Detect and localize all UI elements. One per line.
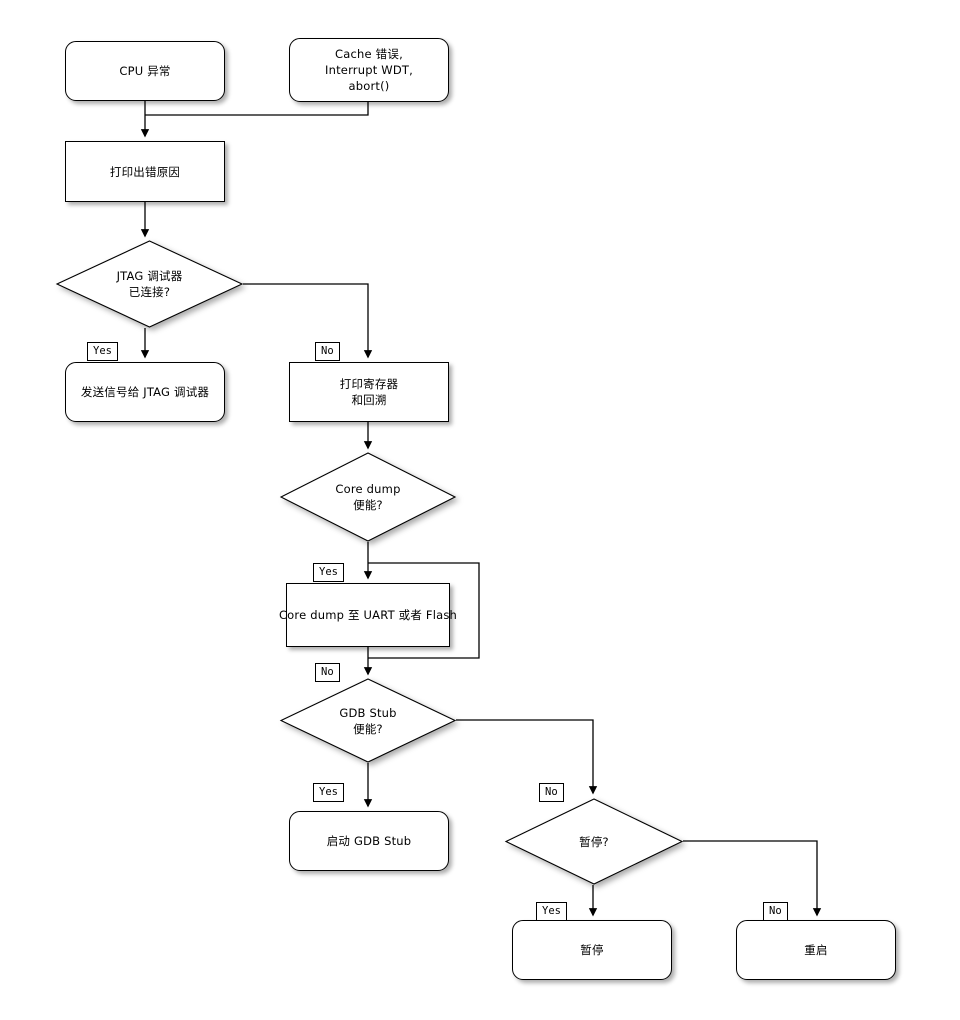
node-label: 打印寄存器 和回溯 (339, 377, 399, 407)
edge-coredump-bypass (368, 562, 480, 659)
node-jtag-connected[interactable]: JTAG 调试器 已连接? (55, 240, 244, 328)
node-signal-jtag[interactable]: 发送信号给 JTAG 调试器 (65, 362, 225, 422)
node-halt[interactable]: 暂停 (512, 920, 672, 980)
node-label: JTAG 调试器 已连接? (116, 269, 183, 299)
node-label: 暂停 (580, 943, 604, 957)
edge-label-coredump-yes: Yes (313, 563, 344, 582)
edge-label-coredump-no: No (315, 663, 340, 682)
edge-gdbstub-no (456, 719, 598, 795)
edge-jtag-no (243, 283, 373, 359)
node-coredump-enabled[interactable]: Core dump 便能? (279, 452, 457, 542)
node-halt-question[interactable]: 暂停? (504, 798, 684, 885)
edge-label-halt-yes: Yes (536, 902, 567, 921)
node-coredump-write[interactable]: Core dump 至 UART 或者 Flash (279, 583, 457, 647)
node-label: 暂停? (579, 834, 609, 849)
node-cpu-exception[interactable]: CPU 异常 (65, 41, 225, 101)
node-label: 启动 GDB Stub (326, 834, 412, 848)
node-start-gdbstub[interactable]: 启动 GDB Stub (289, 811, 449, 871)
node-label: Cache 错误, Interrupt WDT, abort() (325, 47, 413, 93)
node-print-registers[interactable]: 打印寄存器 和回溯 (289, 362, 449, 422)
node-label: 打印出错原因 (109, 164, 181, 179)
edge-label-gdbstub-no: No (539, 783, 564, 802)
edge-label-jtag-yes: Yes (87, 342, 118, 361)
edge-label-jtag-no: No (315, 342, 340, 361)
edge-label-gdbstub-yes: Yes (313, 783, 344, 802)
node-reboot[interactable]: 重启 (736, 920, 896, 980)
node-label: 发送信号给 JTAG 调试器 (80, 385, 210, 399)
node-label: 重启 (804, 943, 828, 957)
node-print-reason[interactable]: 打印出错原因 (65, 141, 225, 202)
node-label: Core dump 便能? (335, 482, 401, 512)
node-gdbstub-enabled[interactable]: GDB Stub 便能? (279, 678, 457, 763)
node-label: GDB Stub 便能? (339, 705, 397, 736)
node-label: Core dump 至 UART 或者 Flash (278, 608, 458, 622)
node-cache-error[interactable]: Cache 错误, Interrupt WDT, abort() (289, 38, 449, 102)
edge-label-halt-no: No (763, 902, 788, 921)
edge-cache-to-print (145, 102, 369, 116)
edge-halt-no (683, 840, 822, 917)
node-label: CPU 异常 (119, 64, 171, 78)
